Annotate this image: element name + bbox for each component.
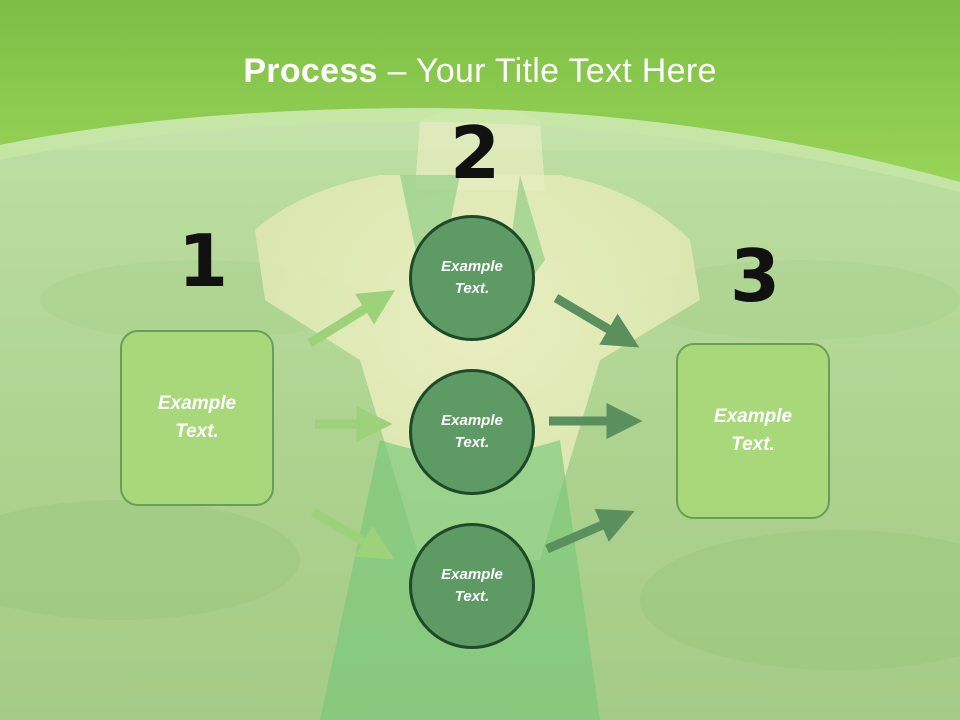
step-3-text: Example Text. [713,405,793,456]
step-1-box: Example Text. [120,330,274,506]
circle-bottom-text: Example Text. [441,565,503,606]
step-number-1: 1 [178,219,229,303]
step-2-circle-bottom: Example Text. [409,523,535,649]
arrow-top-to-right [553,294,640,348]
step-1-text: Example Text. [157,392,237,443]
arrow-left-to-top [307,290,396,347]
slide-title: Process – Your Title Text Here [0,52,960,91]
step-3-box: Example Text. [676,343,830,519]
arrow-bottom-to-right [545,508,635,554]
circle-middle-text: Example Text. [441,411,503,452]
step-number-2: 2 [450,111,501,195]
step-2-circle-top: Example Text. [409,215,535,341]
title-rest: – Your Title Text Here [377,52,717,90]
arrow-left-to-bottom [310,508,395,560]
step-2-circle-middle: Example Text. [409,369,535,495]
step-number-3: 3 [730,234,781,318]
title-bold: Process [243,52,378,90]
circle-top-text: Example Text. [441,257,503,298]
